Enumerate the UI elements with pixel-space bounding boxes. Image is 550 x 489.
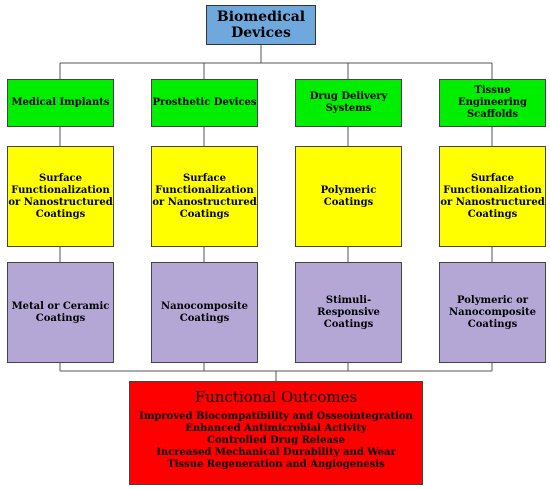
approach-label: Surface Functionalization or Nanostructu…: [152, 172, 257, 220]
node-functional-outcomes: Functional Outcomes Improved Biocompatib…: [129, 381, 423, 485]
node-category-3: Drug Delivery Systems: [295, 79, 402, 127]
outcome-item: Controlled Drug Release: [207, 435, 345, 446]
category-label: Medical Implants: [11, 97, 110, 108]
node-category-1: Medical Implants: [7, 79, 114, 127]
node-coating-2: Nanocomposite Coatings: [151, 262, 258, 363]
node-category-2: Prosthetic Devices: [151, 79, 258, 127]
node-approach-3: Polymeric Coatings: [295, 146, 402, 247]
node-approach-4: Surface Functionalization or Nanostructu…: [439, 146, 546, 247]
node-approach-2: Surface Functionalization or Nanostructu…: [151, 146, 258, 247]
node-coating-1: Metal or Ceramic Coatings: [7, 262, 114, 363]
node-coating-3: Stimuli-Responsive Coatings: [295, 262, 402, 363]
outcome-item: Tissue Regeneration and Angiogenesis: [167, 459, 385, 470]
category-label: Drug Delivery Systems: [309, 91, 388, 114]
coating-label: Nanocomposite Coatings: [161, 300, 248, 324]
node-approach-1: Surface Functionalization or Nanostructu…: [7, 146, 114, 247]
node-biomedical-devices: Biomedical Devices: [206, 5, 316, 45]
approach-label: Surface Functionalization or Nanostructu…: [440, 172, 545, 220]
outcome-item: Enhanced Antimicrobial Activity: [185, 423, 367, 434]
coating-label: Metal or Ceramic Coatings: [11, 300, 110, 324]
node-title: Biomedical Devices: [216, 9, 306, 41]
node-coating-4: Polymeric or Nanocomposite Coatings: [439, 262, 546, 363]
approach-label: Polymeric Coatings: [320, 184, 377, 208]
outcome-item: Increased Mechanical Durability and Wear: [156, 447, 396, 458]
approach-label: Surface Functionalization or Nanostructu…: [8, 172, 113, 220]
outcome-item: Improved Biocompatibility and Osseointeg…: [139, 411, 413, 422]
outcomes-title: Functional Outcomes: [194, 388, 358, 406]
coating-label: Polymeric or Nanocomposite Coatings: [449, 294, 536, 330]
coating-label: Stimuli-Responsive Coatings: [317, 294, 380, 330]
category-label: Tissue Engineering Scaffolds: [457, 85, 527, 120]
node-category-4: Tissue Engineering Scaffolds: [439, 79, 546, 127]
category-label: Prosthetic Devices: [152, 97, 257, 108]
